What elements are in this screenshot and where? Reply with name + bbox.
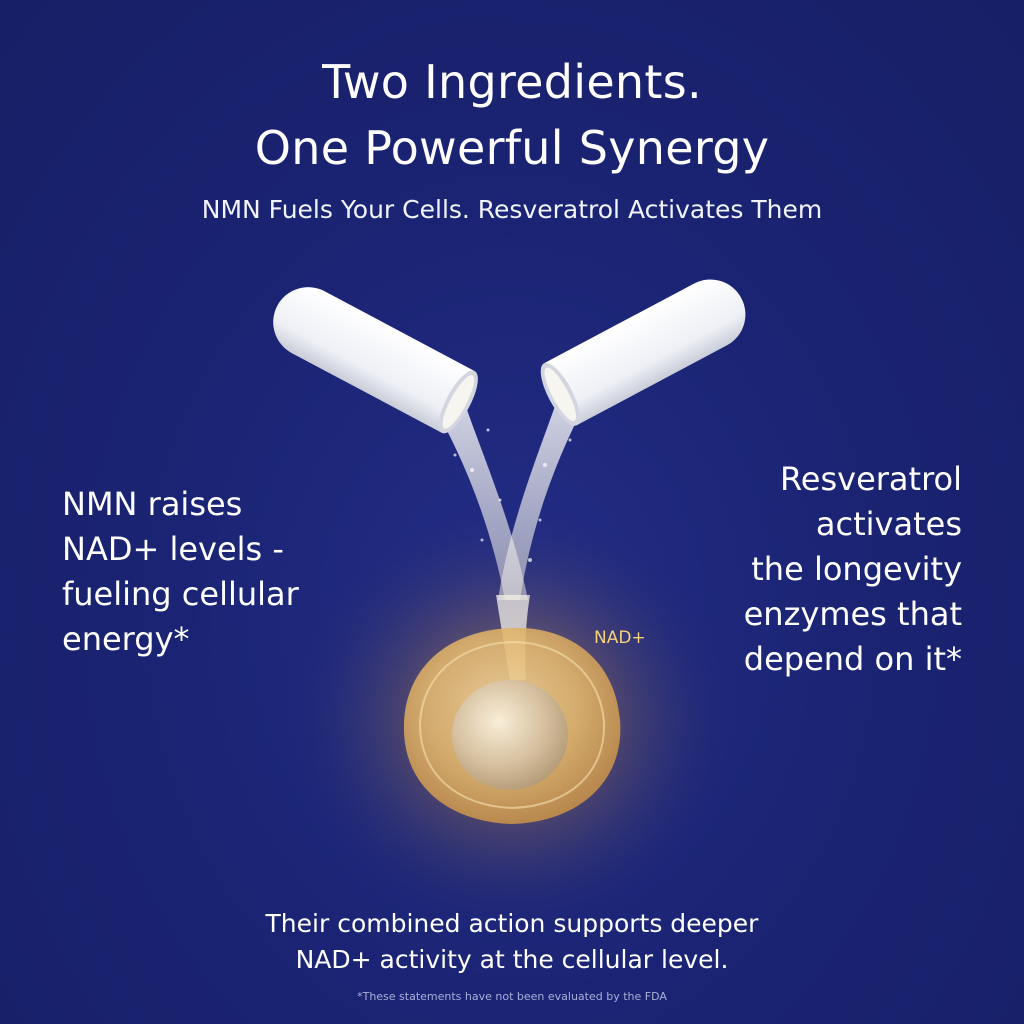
title-line-2: One Powerful Synergy bbox=[254, 121, 770, 175]
capsule-right bbox=[540, 279, 746, 426]
powder-particles bbox=[453, 428, 572, 562]
nad-label: NAD+ bbox=[594, 628, 646, 648]
resveratrol-line-3: the longevity bbox=[751, 550, 962, 588]
combined-action-text: Their combined action supports deeper NA… bbox=[0, 906, 1024, 978]
nmn-line-3: fueling cellular bbox=[62, 575, 299, 613]
capsule-left bbox=[273, 287, 478, 434]
powder-stream-left bbox=[430, 395, 528, 600]
resveratrol-line-5: depend on it* bbox=[743, 640, 962, 678]
cell-icon bbox=[403, 627, 621, 824]
fda-disclaimer: *These statements have not been evaluate… bbox=[357, 990, 667, 1003]
nmn-line-1: NMN raises bbox=[62, 485, 243, 523]
combined-line-2: NAD+ activity at the cellular level. bbox=[295, 945, 729, 974]
nmn-line-4: energy* bbox=[62, 620, 190, 658]
resveratrol-line-2: activates bbox=[815, 505, 962, 543]
nmn-line-2: NAD+ levels - bbox=[62, 530, 284, 568]
resveratrol-line-1: Resveratrol bbox=[779, 460, 962, 498]
resveratrol-description: Resveratrol activates the longevity enzy… bbox=[642, 457, 962, 682]
resveratrol-line-4: enzymes that bbox=[743, 595, 962, 633]
powder-stream-right bbox=[498, 392, 590, 600]
title-line-1: Two Ingredients. bbox=[322, 55, 702, 109]
nmn-description: NMN raises NAD+ levels - fueling cellula… bbox=[62, 482, 382, 662]
subtitle: NMN Fuels Your Cells. Resveratrol Activa… bbox=[201, 195, 823, 224]
combined-line-1: Their combined action supports deeper bbox=[265, 909, 759, 938]
cell-nucleus bbox=[452, 680, 568, 790]
